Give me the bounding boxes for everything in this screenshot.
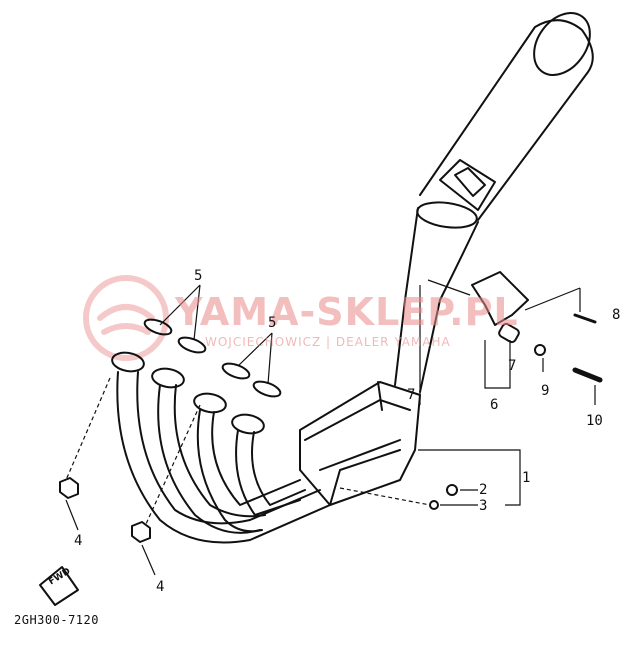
callout-8: 8 (612, 307, 621, 323)
leader-lines (65, 279, 596, 576)
exhaust-flanges (111, 351, 265, 435)
callout-5b: 5 (268, 315, 277, 331)
part-code: 2GH300-7120 (14, 613, 99, 627)
callout-7a: 7 (407, 387, 416, 403)
callout-5a: 5 (194, 268, 203, 284)
link-pipe (394, 201, 479, 393)
header-pipes (116, 371, 331, 544)
callout-2: 2 (479, 482, 488, 498)
callout-6: 6 (490, 397, 499, 413)
watermark-title: YAMA-SKLEP.PL (175, 290, 519, 334)
watermark-subtitle: WOJCIECHOWICZ | DEALER YAMAHA (205, 335, 451, 349)
callout-4b: 4 (156, 579, 165, 595)
callout-1: 1 (522, 470, 531, 486)
callout-10: 10 (586, 413, 603, 429)
watermark-logo (83, 275, 169, 361)
callout-9: 9 (541, 383, 550, 399)
callout-7b: 7 (508, 358, 517, 374)
muffler (419, 12, 594, 221)
callout-3: 3 (479, 498, 488, 514)
mounting-bracket (471, 271, 603, 383)
callout-4a: 4 (74, 533, 83, 549)
collector-box (299, 381, 421, 506)
fwd-arrow (39, 566, 79, 606)
flange-nuts (59, 477, 151, 543)
